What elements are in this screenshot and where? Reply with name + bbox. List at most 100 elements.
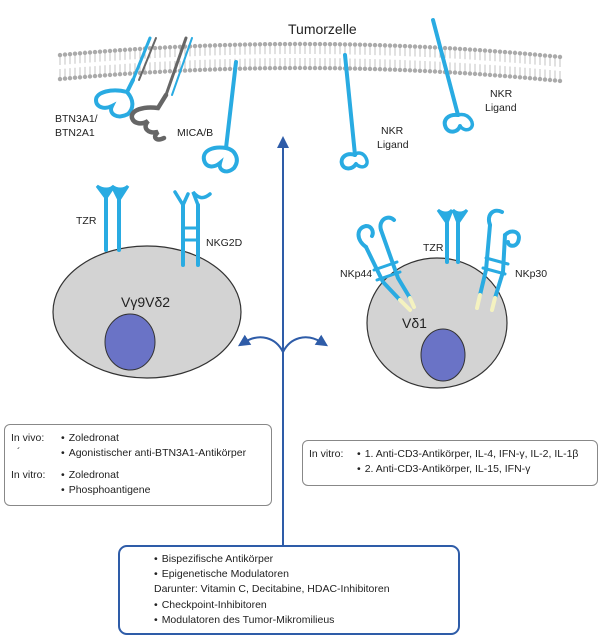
lipid-head <box>322 65 328 71</box>
lipid-head <box>497 73 503 78</box>
lipid-head <box>97 49 103 54</box>
lipid-head <box>557 78 563 84</box>
btn2a1-receptor <box>129 36 193 142</box>
lipid-head <box>377 67 383 72</box>
lipid-head <box>552 78 558 83</box>
lipid-head <box>57 76 63 82</box>
lipid-head <box>527 75 533 81</box>
lipid-head <box>187 68 193 73</box>
nkr-ligand-1 <box>339 53 369 171</box>
lipid-head <box>297 41 303 47</box>
lipid-head <box>257 66 263 71</box>
lipid-head <box>167 45 173 50</box>
lipid-head <box>77 75 83 80</box>
right-in-vitro-item: 2. Anti-CD3-Antikörper, IL-15, IFN-γ <box>357 462 531 477</box>
modulators-box: Bispezifische Antikörper Epigenetische M… <box>118 545 460 635</box>
right-in-vitro-item: 1. Anti-CD3-Antikörper, IL-4, IFN-γ, IL-… <box>357 447 579 462</box>
lipid-head <box>527 51 533 57</box>
lipid-head <box>117 72 123 77</box>
lipid-head <box>397 43 403 49</box>
nkp44-label: NKp44 <box>340 268 373 280</box>
lipid-head <box>147 70 153 75</box>
lipid-head <box>142 70 148 75</box>
lipid-head <box>272 41 278 47</box>
lipid-head <box>132 47 138 52</box>
lipid-head <box>412 44 418 49</box>
lipid-head <box>547 53 553 59</box>
lipid-head <box>232 42 238 48</box>
lipid-head <box>422 68 428 74</box>
lipid-head <box>492 73 498 78</box>
btn3a1-receptor <box>93 36 157 119</box>
lipid-head <box>57 52 63 58</box>
lipid-head <box>537 52 543 58</box>
lipid-head <box>537 76 543 82</box>
lipid-head <box>457 70 463 76</box>
left-tzr-label: TZR <box>76 215 97 227</box>
nkr-ligand-2-line1: NKR <box>490 88 513 100</box>
lipid-head <box>87 74 93 79</box>
vg9vd2-tzr-receptor <box>95 184 130 252</box>
lipid-head <box>192 67 198 73</box>
nkp30-label: NKp30 <box>515 268 548 280</box>
lipid-head <box>327 65 333 71</box>
btn-label-line2: BTN2A1 <box>55 127 95 139</box>
lipid-head <box>67 75 73 81</box>
lipid-head <box>392 43 398 48</box>
nkr-ligand-2-line2: Ligand <box>485 102 517 114</box>
lipid-head <box>387 43 393 48</box>
lipid-head <box>342 42 348 47</box>
lipid-head <box>347 66 353 71</box>
mica-b-ligand <box>201 60 239 174</box>
lipid-head <box>457 46 463 52</box>
lipid-head <box>107 48 113 54</box>
lipid-head <box>262 66 268 71</box>
lipid-head <box>532 52 538 57</box>
lipid-head <box>267 41 273 47</box>
nkg2d-receptor <box>173 190 212 267</box>
lipid-head <box>182 68 188 73</box>
lipid-head <box>217 67 223 72</box>
nkp30-receptor <box>475 208 521 312</box>
lipid-head <box>332 66 338 71</box>
lipid-head <box>532 76 538 81</box>
vd1-cell <box>366 257 508 389</box>
lipid-head <box>362 66 368 72</box>
lipid-head <box>137 46 143 52</box>
lipid-head <box>502 73 508 79</box>
lipid-head <box>292 65 298 71</box>
modulator-subitem: Darunter: Vitamin C, Decitabine, HDAC-In… <box>154 583 390 595</box>
lipid-head <box>372 42 378 48</box>
lipid-head <box>547 77 553 83</box>
lipid-head <box>207 67 213 72</box>
lipid-head <box>487 48 493 54</box>
lipid-head <box>157 45 163 50</box>
lipid-head <box>117 48 123 53</box>
lipid-head <box>522 51 528 56</box>
lipid-head <box>392 67 398 72</box>
lipid-head <box>212 43 218 48</box>
lipid-head <box>477 48 483 53</box>
lipid-head <box>442 45 448 51</box>
tick-mark: ´ <box>17 446 21 458</box>
lipid-head <box>452 46 458 51</box>
lipid-head <box>102 73 108 78</box>
lipid-head <box>162 45 168 50</box>
lipid-head <box>67 51 73 57</box>
lipid-head <box>307 65 313 71</box>
lipid-head <box>517 51 523 56</box>
lipid-head <box>267 65 273 71</box>
lipid-head <box>462 71 468 76</box>
lipid-head <box>367 66 373 72</box>
lipid-head <box>522 75 528 80</box>
modulator-item: Modulatoren des Tumor-Mikromilieus <box>154 614 335 627</box>
lipid-head <box>417 44 423 49</box>
lipid-head <box>447 46 453 51</box>
lipid-head <box>87 50 93 55</box>
lipid-head <box>222 66 228 72</box>
lipid-head <box>317 65 323 71</box>
right-tzr-label: TZR <box>423 242 444 254</box>
lipid-head <box>402 43 408 49</box>
lipid-head <box>507 74 513 79</box>
lipid-head <box>97 73 103 78</box>
